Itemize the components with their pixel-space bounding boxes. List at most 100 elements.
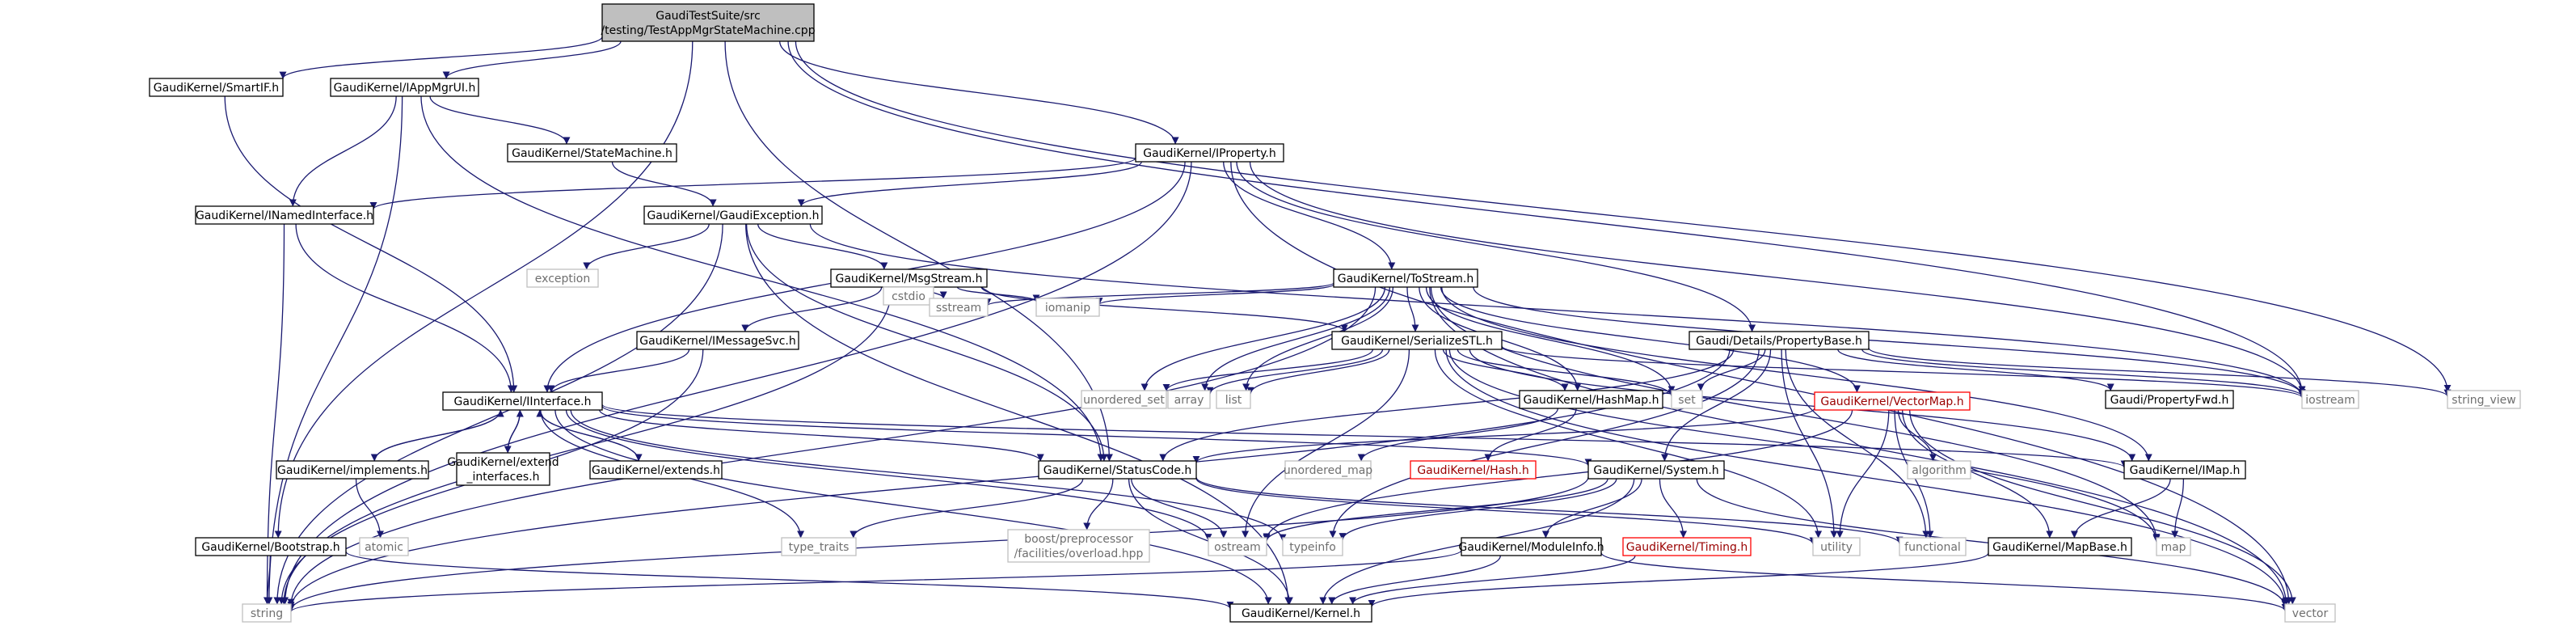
edge-iappmgrui-to-string xyxy=(265,95,403,605)
node-box xyxy=(1216,390,1251,409)
node-cstdio[interactable]: cstdio xyxy=(883,286,934,306)
node-iappmgrui[interactable]: GaudiKernel/IAppMgrUI.h xyxy=(330,78,479,97)
node-box xyxy=(507,143,677,163)
node-vector[interactable]: vector xyxy=(2284,603,2336,623)
node-array[interactable]: array xyxy=(1167,390,1211,409)
edge-tostream-to-map xyxy=(1430,286,2161,542)
edge-line xyxy=(420,95,1105,462)
node-string_view[interactable]: string_view xyxy=(2447,390,2521,409)
node-inamedinterface[interactable]: GaudiKernel/INamedInterface.h xyxy=(195,205,374,225)
node-exception[interactable]: exception xyxy=(526,268,599,288)
node-timing[interactable]: GaudiKernel/Timing.h xyxy=(1622,537,1752,556)
node-imessagesvc[interactable]: GaudiKernel/IMessageSvc.h xyxy=(636,331,799,350)
node-unordered_set[interactable]: unordered_set xyxy=(1081,390,1167,409)
node-smartif[interactable]: GaudiKernel/SmartIF.h xyxy=(149,78,284,97)
node-map[interactable]: map xyxy=(2156,537,2191,556)
node-hash[interactable]: GaudiKernel/Hash.h xyxy=(1410,460,1537,480)
node-iostream[interactable]: iostream xyxy=(2301,390,2359,409)
edge-line xyxy=(1095,284,1334,306)
node-gaudiexception[interactable]: GaudiKernel/GaudiException.h xyxy=(643,205,823,225)
node-extends[interactable]: GaudiKernel/extends.h xyxy=(589,460,723,480)
node-vectormap[interactable]: GaudiKernel/VectorMap.h xyxy=(1814,391,1971,411)
node-utility[interactable]: utility xyxy=(1812,537,1861,556)
edge-line xyxy=(1263,478,1608,542)
node-algorithm[interactable]: algorithm xyxy=(1907,460,1971,480)
node-label: GaudiKernel/MapBase.h xyxy=(1992,541,2127,554)
node-box xyxy=(1081,390,1167,409)
node-statuscode[interactable]: GaudiKernel/StatusCode.h xyxy=(1038,460,1197,480)
node-box xyxy=(2123,460,2246,480)
edge-line xyxy=(1249,161,2306,394)
node-box xyxy=(643,205,823,225)
node-statemachine[interactable]: GaudiKernel/StateMachine.h xyxy=(507,143,677,163)
edge-line xyxy=(1781,349,1838,539)
node-kernel[interactable]: GaudiKernel/Kernel.h xyxy=(1229,603,1372,623)
edge-line xyxy=(1837,349,2114,391)
node-system[interactable]: GaudiKernel/System.h xyxy=(1587,460,1725,480)
edge-line xyxy=(295,223,515,393)
node-propertyfwd[interactable]: Gaudi/PropertyFwd.h xyxy=(2105,390,2234,409)
edge-root-to-statuscode xyxy=(724,40,1113,462)
node-implements[interactable]: GaudiKernel/implements.h xyxy=(276,460,429,480)
edge-iinterface-to-system xyxy=(601,405,1592,467)
node-iomanip[interactable]: iomanip xyxy=(1035,298,1100,317)
node-label: GaudiKernel/IMessageSvc.h xyxy=(639,335,795,348)
node-label: typeinfo xyxy=(1289,541,1336,554)
node-label: GaudiKernel/ToStream.h xyxy=(1338,273,1474,285)
edge-line xyxy=(1434,349,1823,539)
node-label: Gaudi/PropertyFwd.h xyxy=(2110,394,2229,407)
edge-iproperty-to-gaudiexception xyxy=(797,161,1142,207)
node-string[interactable]: string xyxy=(242,603,292,623)
node-iinterface[interactable]: GaudiKernel/IInterface.h xyxy=(442,391,603,411)
edge-statuscode-to-overload xyxy=(1083,478,1114,530)
edge-moduleinfo-to-string xyxy=(287,549,1462,612)
node-label: vector xyxy=(2292,607,2329,620)
node-label: /testing/TestAppMgrStateMachine.cpp xyxy=(601,24,815,37)
node-typeinfo[interactable]: typeinfo xyxy=(1282,537,1343,556)
node-iproperty[interactable]: GaudiKernel/IProperty.h xyxy=(1135,143,1284,163)
edge-line xyxy=(1159,349,1735,462)
node-ostream[interactable]: ostream xyxy=(1208,537,1267,556)
edge-gaudiexception-to-msgstream xyxy=(757,223,888,270)
edge-line xyxy=(1236,161,1756,332)
node-box xyxy=(242,603,292,623)
edge-tostream-to-vectormap xyxy=(1440,286,1861,393)
edge-line xyxy=(1328,555,1501,605)
edge-line xyxy=(287,286,1377,607)
node-box xyxy=(1035,298,1100,317)
edge-iproperty-to-iostream xyxy=(1249,161,2306,394)
edge-line xyxy=(601,404,2128,468)
node-unordered_map[interactable]: unordered_map xyxy=(1284,460,1372,480)
node-label: GaudiKernel/Bootstrap.h xyxy=(201,541,339,554)
node-type_traits[interactable]: type_traits xyxy=(781,537,857,556)
node-sstream[interactable]: sstream xyxy=(929,298,989,317)
node-extend_interfaces[interactable]: GaudiKernel/extend_interfaces.h xyxy=(447,452,559,486)
edge-line xyxy=(741,286,883,332)
node-mapbase[interactable]: GaudiKernel/MapBase.h xyxy=(1988,537,2132,556)
edge-root-to-string_view xyxy=(795,40,2452,392)
node-atomic[interactable]: atomic xyxy=(359,537,409,556)
node-hashmap[interactable]: GaudiKernel/HashMap.h xyxy=(1519,390,1663,409)
node-bootstrap[interactable]: GaudiKernel/Bootstrap.h xyxy=(195,537,347,556)
node-box xyxy=(456,452,550,486)
node-overload[interactable]: boost/preprocessor/facilities/overload.h… xyxy=(1007,529,1150,563)
node-moduleinfo[interactable]: GaudiKernel/ModuleInfo.h xyxy=(1458,537,1604,556)
edge-iinterface-to-imap xyxy=(601,404,2128,468)
node-set[interactable]: set xyxy=(1671,390,1703,409)
node-box xyxy=(1167,390,1211,409)
node-list[interactable]: list xyxy=(1216,390,1251,409)
node-imap[interactable]: GaudiKernel/IMap.h xyxy=(2123,460,2246,480)
node-tostream[interactable]: GaudiKernel/ToStream.h xyxy=(1333,268,1478,288)
node-root[interactable]: GaudiTestSuite/src/testing/TestAppMgrSta… xyxy=(601,3,816,42)
edge-line xyxy=(1230,161,2293,605)
edge-line xyxy=(1162,349,1374,391)
edge-line xyxy=(1201,286,1390,391)
node-propertybase[interactable]: Gaudi/Details/PropertyBase.h xyxy=(1689,331,1870,350)
node-functional[interactable]: functional xyxy=(1899,537,1967,556)
edge-line xyxy=(1195,478,1817,545)
node-msgstream[interactable]: GaudiKernel/MsgStream.h xyxy=(830,268,988,288)
node-box xyxy=(2156,537,2191,556)
node-serializestl[interactable]: GaudiKernel/SerializeSTL.h xyxy=(1331,331,1503,350)
node-box xyxy=(195,537,347,556)
